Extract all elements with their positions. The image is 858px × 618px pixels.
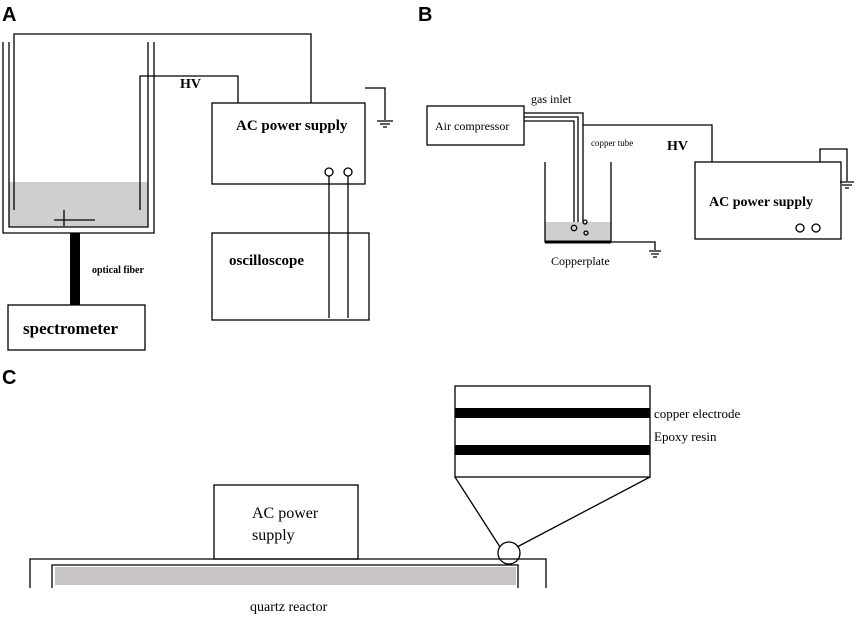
spectrometer-label: spectrometer — [23, 319, 118, 338]
gas-tube-inner — [524, 116, 579, 222]
quartz-reactor-label: quartz reactor — [250, 600, 328, 615]
hv-label-a: HV — [180, 77, 201, 92]
hv-label-b: HV — [667, 139, 688, 154]
bubble-2 — [582, 219, 588, 225]
probe-wires-a — [328, 176, 349, 318]
hv-wire-b — [583, 124, 713, 162]
beaker-liquid — [545, 222, 611, 242]
ground-icon-b2 — [840, 181, 854, 189]
copperplate-label: Copperplate — [551, 254, 610, 268]
panel-b-letter: B — [418, 4, 432, 26]
oscilloscope-label: oscilloscope — [229, 253, 304, 269]
air-compressor-label: Air compressor — [435, 119, 509, 133]
magnify-circle — [497, 541, 521, 565]
optical-fiber — [70, 233, 80, 305]
panel-a: A HV AC power supply oscilloscope optica… — [2, 4, 393, 351]
gas-inlet-label: gas inlet — [531, 92, 572, 106]
copper-electrode-top — [455, 408, 650, 418]
quartz-reactor — [29, 558, 547, 588]
copper-electrode-bottom — [455, 445, 650, 455]
ac-power-supply-line1-c: AC power — [252, 505, 319, 522]
terminal-circle-b1 — [795, 223, 805, 233]
gas-tube-line3 — [524, 120, 575, 222]
electrode-lead-a — [13, 33, 312, 210]
optical-fiber-label: optical fiber — [92, 265, 144, 276]
copper-electrode-label: copper electrode — [654, 406, 740, 421]
air-compressor-box — [426, 105, 525, 146]
ground-icon-b — [649, 250, 661, 258]
epoxy-resin-label: Epoxy resin — [654, 429, 717, 444]
gas-tube-outer — [524, 112, 584, 222]
zoom-line-right — [516, 476, 651, 548]
spectrometer-box — [7, 304, 146, 351]
oscilloscope-box — [211, 232, 370, 321]
terminal-circle-a1 — [324, 167, 334, 177]
bubble-3 — [583, 230, 589, 236]
terminal-circle-a2 — [343, 167, 353, 177]
ground-wire-a — [365, 87, 386, 120]
ac-power-supply-label-b: AC power supply — [709, 195, 813, 210]
panel-a-letter: A — [2, 4, 16, 26]
quartz-reactor-fill — [55, 567, 516, 585]
ac-power-supply-box-b — [694, 161, 842, 240]
copper-tube-label: copper tube — [591, 138, 633, 148]
ground-wire-b — [611, 241, 656, 250]
hv-wire-a — [63, 75, 239, 226]
ac-power-supply-box-c — [213, 484, 359, 560]
panel-c-letter: C — [2, 367, 16, 389]
zoom-line-left — [454, 476, 501, 548]
ac-power-supply-box-a — [211, 102, 366, 185]
ground-icon-a — [377, 120, 393, 128]
electrode-zoom-box — [454, 385, 651, 478]
ac-power-supply-label-a: AC power supply — [236, 118, 348, 134]
bubble-1 — [570, 224, 578, 232]
panel-c: C AC power supply quartz reactor copper … — [2, 367, 740, 615]
ground-wire-b2 — [819, 148, 848, 181]
panel-b: B Air compressor gas inlet copper tube H… — [418, 4, 854, 268]
terminal-circle-b2 — [811, 223, 821, 233]
ac-power-supply-line2-c: supply — [252, 527, 295, 544]
